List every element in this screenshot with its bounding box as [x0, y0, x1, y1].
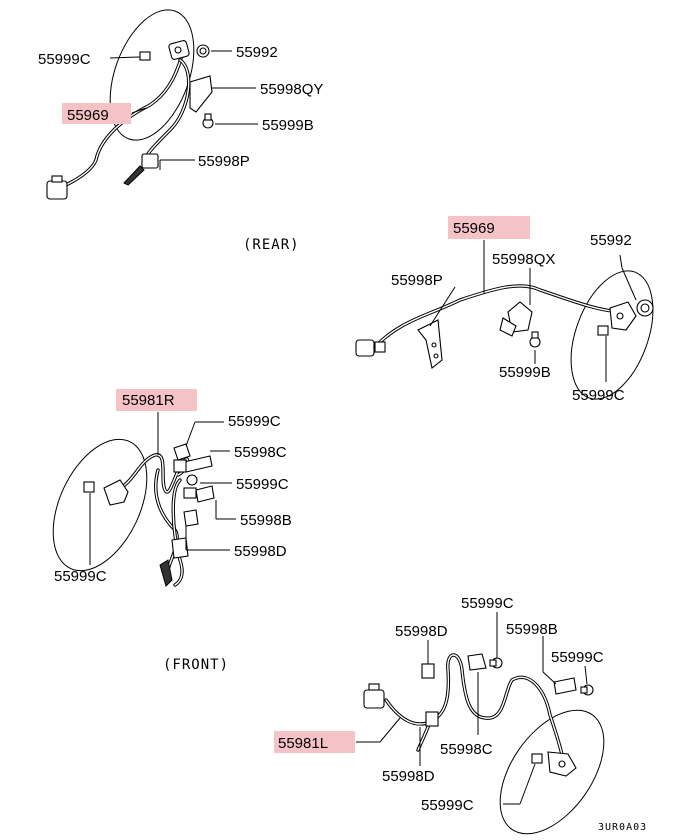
- label-55981L-highlighted: 55981L: [278, 735, 328, 752]
- front-right-sensor-assembly: 55981R 55999C 55998C 55999C 55998B 55998…: [52, 389, 292, 587]
- rear-sensor-assembly-left: 55999C 55992 55969 55998QY 55999B 55998P: [38, 9, 323, 200]
- label-55999B: 55999B: [262, 117, 314, 134]
- label-55999C: 55999C: [421, 797, 474, 814]
- rear-sensor-assembly-right: 55969 55992 55998P 55998QX 55999B 55999C: [355, 216, 654, 404]
- label-55998D: 55998D: [395, 623, 448, 640]
- label-55981R-highlighted: 55981R: [122, 392, 175, 409]
- label-55998C: 55998C: [234, 444, 287, 461]
- label-55969-highlighted: 55969: [67, 107, 109, 124]
- front-left-sensor-assembly: 55999C 55998D 55998B 55999C 55981L 55998…: [274, 595, 605, 835]
- label-55998B: 55998B: [240, 512, 292, 529]
- label-55992: 55992: [236, 44, 278, 61]
- label-55999C: 55999C: [551, 649, 604, 666]
- label-55998P: 55998P: [391, 272, 443, 289]
- caption-front: (FRONT): [163, 657, 229, 673]
- label-55998C: 55998C: [440, 741, 493, 758]
- label-55999C: 55999C: [228, 413, 281, 430]
- label-55998D: 55998D: [382, 768, 435, 785]
- label-55969-highlighted: 55969: [453, 220, 495, 237]
- label-55998QX: 55998QX: [492, 251, 555, 268]
- label-55999C: 55999C: [236, 476, 289, 493]
- label-55999C: 55999C: [54, 568, 107, 585]
- label-55998P: 55998P: [198, 153, 250, 170]
- label-55998QY: 55998QY: [260, 81, 323, 98]
- label-55999B: 55999B: [499, 364, 551, 381]
- label-55999C: 55999C: [572, 387, 625, 404]
- label-55992: 55992: [590, 232, 632, 249]
- caption-rear: (REAR): [243, 237, 300, 253]
- label-55998B: 55998B: [506, 621, 558, 638]
- label-55998D: 55998D: [234, 543, 287, 560]
- label-55999C: 55999C: [461, 595, 514, 612]
- figure-code: 3UR0A03: [598, 822, 647, 833]
- label-55999C: 55999C: [38, 51, 91, 68]
